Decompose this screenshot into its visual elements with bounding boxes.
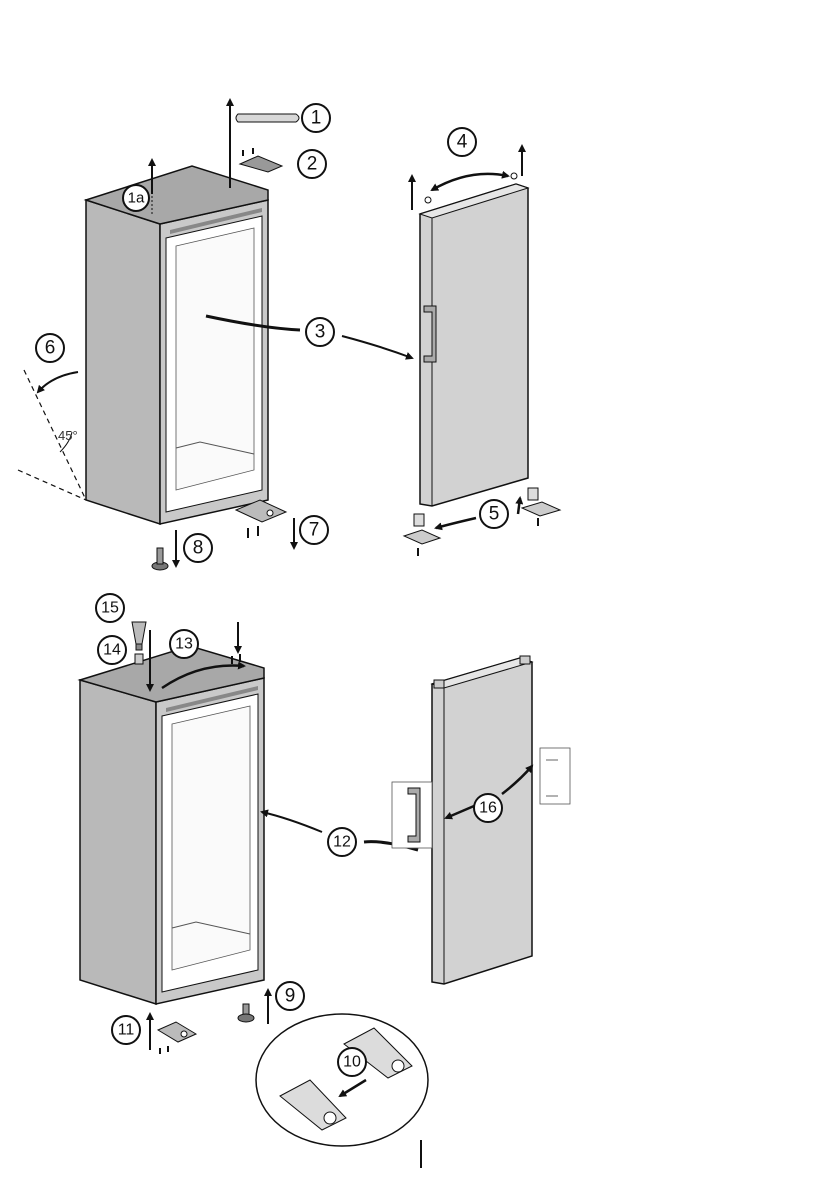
page-divider	[420, 1140, 422, 1168]
top-hinge-part	[240, 148, 282, 172]
cabinet-inner-back-2	[172, 706, 250, 970]
step-badge-1a: 1a	[123, 185, 149, 211]
svg-text:16: 16	[479, 800, 497, 817]
step-badge-5: 5	[480, 500, 508, 528]
tilt-angle-label: 45°	[58, 428, 78, 443]
bottom-hinge-install	[150, 1014, 196, 1054]
step-badge-7: 7	[300, 516, 328, 544]
door-removed	[412, 146, 528, 506]
svg-text:9: 9	[285, 986, 296, 1007]
step-badge-11: 11	[112, 1016, 140, 1044]
svg-text:3: 3	[315, 322, 326, 343]
adjustable-foot	[152, 530, 176, 570]
svg-text:5: 5	[489, 504, 500, 525]
cabinet-side-panel	[86, 200, 160, 524]
step-badge-14: 14	[98, 636, 126, 664]
step-badge-8: 8	[184, 534, 212, 562]
svg-text:7: 7	[309, 520, 320, 541]
cabinet-inner-back	[176, 228, 254, 490]
svg-text:12: 12	[333, 834, 351, 851]
bottom-hinge-part	[236, 500, 294, 548]
svg-text:4: 4	[457, 132, 468, 153]
top-cover-part	[230, 100, 299, 188]
cabinet-side-panel-2	[80, 680, 156, 1004]
step-badge-4: 4	[448, 128, 476, 156]
svg-text:1: 1	[311, 108, 322, 129]
svg-text:13: 13	[175, 636, 193, 653]
step-badge-6: 6	[36, 334, 64, 362]
svg-text:14: 14	[103, 642, 121, 659]
step-badge-13: 13	[170, 630, 198, 658]
svg-text:10: 10	[343, 1054, 361, 1071]
svg-text:6: 6	[45, 338, 56, 359]
step-badge-1: 1	[302, 104, 330, 132]
svg-text:15: 15	[101, 600, 119, 617]
cabinet-bottom-illustration	[80, 622, 570, 1146]
tilt-angle-indicator: 45°	[18, 370, 86, 500]
hinge-swap-inset	[256, 1014, 428, 1146]
svg-text:2: 2	[307, 154, 318, 175]
step-badge-10: 10	[338, 1048, 366, 1076]
step-badge-3: 3	[306, 318, 334, 346]
svg-text:1a: 1a	[128, 190, 145, 207]
step-badge-9: 9	[276, 982, 304, 1010]
step-badge-16: 16	[474, 794, 502, 822]
adjustable-foot-2	[238, 990, 268, 1024]
step-badge-12: 12	[328, 828, 356, 856]
step-badge-2: 2	[298, 150, 326, 178]
cabinet-top-illustration: 45°	[18, 100, 560, 570]
svg-text:11: 11	[118, 1022, 135, 1039]
svg-text:8: 8	[193, 538, 204, 559]
step-badge-15: 15	[96, 594, 124, 622]
